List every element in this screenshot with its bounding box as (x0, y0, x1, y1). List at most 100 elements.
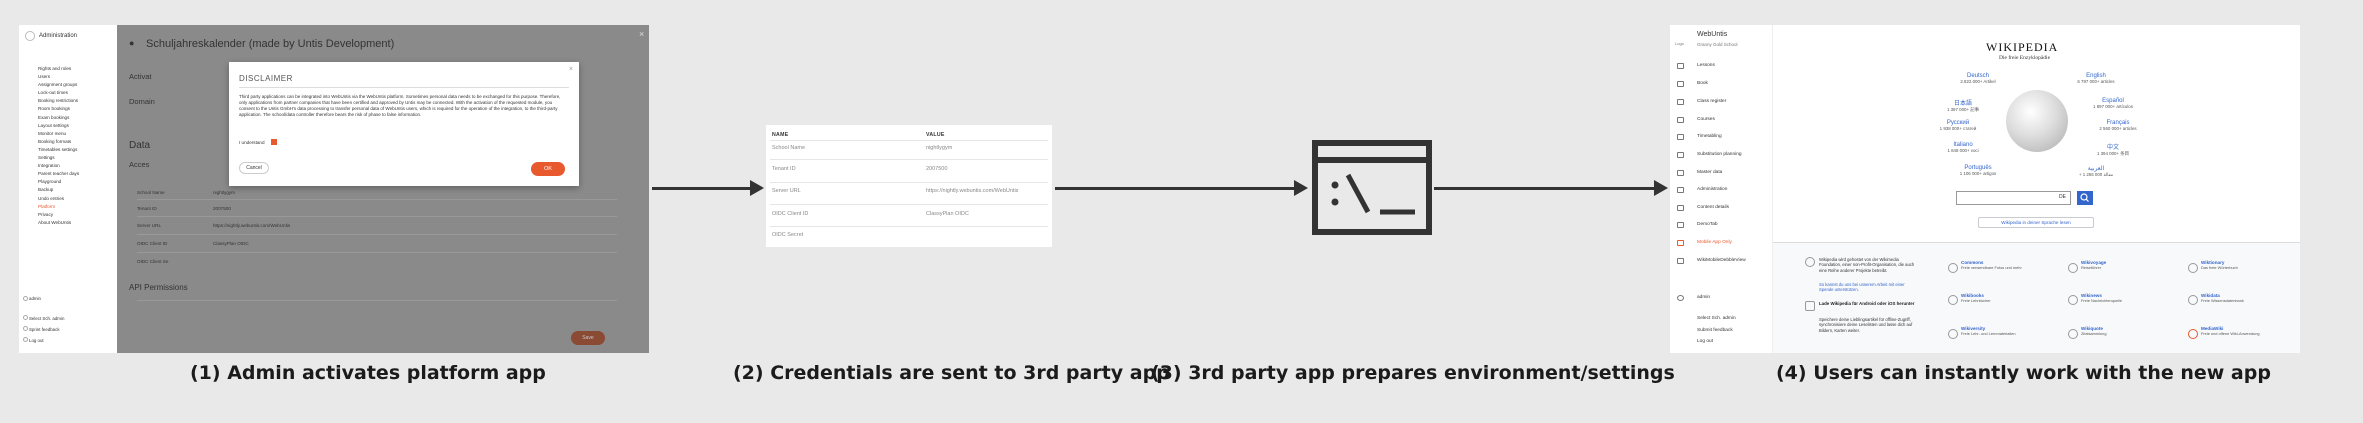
field-label: School Name (137, 190, 165, 195)
sidebar-item-substitution[interactable]: Substitution planning (1697, 152, 1742, 157)
menu-item[interactable]: Playground (38, 179, 62, 185)
step-caption: (4) Users can instantly work with the ne… (1776, 362, 2271, 384)
menu-item[interactable]: About WebUntis (38, 219, 72, 225)
menu-item[interactable]: Settings (38, 155, 55, 161)
feedback-icon (23, 326, 28, 331)
menu-item[interactable]: Rights and roles (38, 66, 72, 71)
arrow-head-icon (1654, 180, 1668, 196)
menu-item[interactable]: Exam bookings (38, 114, 70, 120)
menu-item[interactable]: Layout settings (38, 122, 69, 128)
section-label: Activat (129, 72, 152, 81)
menu-item[interactable]: Timetables settings (38, 146, 78, 152)
wiktionary-icon (2188, 263, 2198, 273)
select-school-link[interactable]: Select Sch. admin (1697, 316, 1736, 321)
sidebar-item-lessons[interactable]: Lessons (1697, 63, 1715, 68)
sidebar-item-timetabling[interactable]: Timetabling (1697, 134, 1722, 139)
save-button[interactable]: Save (571, 331, 605, 345)
sidebar-item-administration[interactable]: Administration (1697, 187, 1728, 192)
close-icon[interactable]: × (639, 29, 645, 39)
field-label: OIDC Client Se (137, 259, 169, 264)
sidebar-item-book[interactable]: Book (1697, 81, 1708, 86)
menu-item[interactable]: Users (38, 74, 50, 80)
wikinews-icon (2068, 295, 2078, 305)
logout-link[interactable]: Log out (29, 338, 44, 343)
sidebar-item-class-register[interactable]: Class register (1697, 99, 1727, 104)
field-label: OIDC Client ID (137, 241, 168, 246)
class-register-icon (1677, 99, 1684, 105)
menu-item-platform[interactable]: Platform (38, 203, 56, 209)
field-value: nightlygym (213, 190, 235, 195)
checkbox-label: I understand (239, 140, 265, 145)
divider (770, 204, 1048, 205)
commons-icon (1948, 263, 1958, 273)
sidebar-item-content[interactable]: Content details (1697, 205, 1729, 210)
ok-button[interactable]: OK (531, 162, 565, 176)
wikipedia-footer: Wikipedia wird gehostet von der Wikimedi… (1773, 242, 2300, 353)
feedback-link[interactable]: Submit feedback (1697, 328, 1733, 333)
menu-item[interactable]: Parent teacher days (38, 171, 80, 177)
search-input[interactable] (1956, 191, 2071, 205)
language-link[interactable]: العربية+ 1 255 000 مقالة (2078, 166, 2114, 177)
menu-item[interactable]: Undo entries (38, 195, 65, 201)
sidebar-item-master-data[interactable]: Master data (1697, 170, 1723, 175)
app-title: Schuljahreskalender (made by Untis Devel… (146, 38, 395, 50)
donate-link[interactable]: So kannst du uns bei unserem Arbeit mit … (1819, 282, 1905, 293)
menu-item[interactable]: Booking restrictions (38, 98, 79, 104)
search-language[interactable]: DE (2059, 194, 2066, 200)
credentials-table: NAME VALUE School Name nightlygym Tenant… (766, 125, 1052, 247)
timetabling-icon (1677, 134, 1684, 140)
section-label: Domain (129, 97, 155, 106)
sidebar-item-mobile-app[interactable]: Mobile App Only (1697, 240, 1732, 245)
logout-link[interactable]: Log out (1697, 339, 1714, 344)
sidebar-item-demo[interactable]: DemoTab (1697, 222, 1718, 227)
menu-item[interactable]: Monitor menu (38, 130, 67, 136)
cancel-button[interactable]: Cancel (239, 162, 269, 174)
divider (137, 300, 617, 301)
menu-item[interactable]: Privacy (38, 211, 54, 217)
menu-item[interactable]: Booking formats (38, 138, 72, 144)
sidebar-item-wiki[interactable]: WikiMobileDebbleView (1697, 258, 1746, 263)
wikimedia-icon (1805, 257, 1815, 267)
divider (770, 159, 1048, 160)
menu-item[interactable]: Lock-out times (38, 90, 68, 96)
divider (770, 140, 1048, 141)
divider (137, 199, 617, 200)
back-icon[interactable] (25, 31, 35, 41)
menu-item[interactable]: Backup (38, 187, 54, 193)
menu-item[interactable]: Room bookings (38, 106, 70, 112)
feedback-link[interactable]: Sprint feedback (29, 327, 60, 332)
select-school-link[interactable]: Select Sch. admin (29, 316, 65, 321)
table-cell: School Name (772, 145, 806, 151)
menu-item[interactable]: Assignment groups (38, 82, 78, 88)
understand-checkbox[interactable] (271, 139, 277, 145)
read-in-language-button[interactable]: Wikipedia in deiner Sprache lesen (1978, 217, 2094, 228)
wikipedia-portal: WIKIPEDIA Die freie Enzyklopädie Deutsch… (1773, 25, 2300, 353)
menu-item[interactable]: Integration (38, 163, 60, 169)
search-button[interactable] (2077, 191, 2093, 205)
admin-menu: Rights and roles Users Assignment groups… (38, 65, 79, 227)
sidebar-item-courses[interactable]: Courses (1697, 117, 1715, 122)
logout-icon (23, 337, 28, 342)
divider (137, 252, 617, 253)
mobile-icon (1677, 240, 1684, 246)
sidebar-title: Administration (39, 33, 78, 39)
close-icon[interactable]: × (568, 66, 573, 73)
